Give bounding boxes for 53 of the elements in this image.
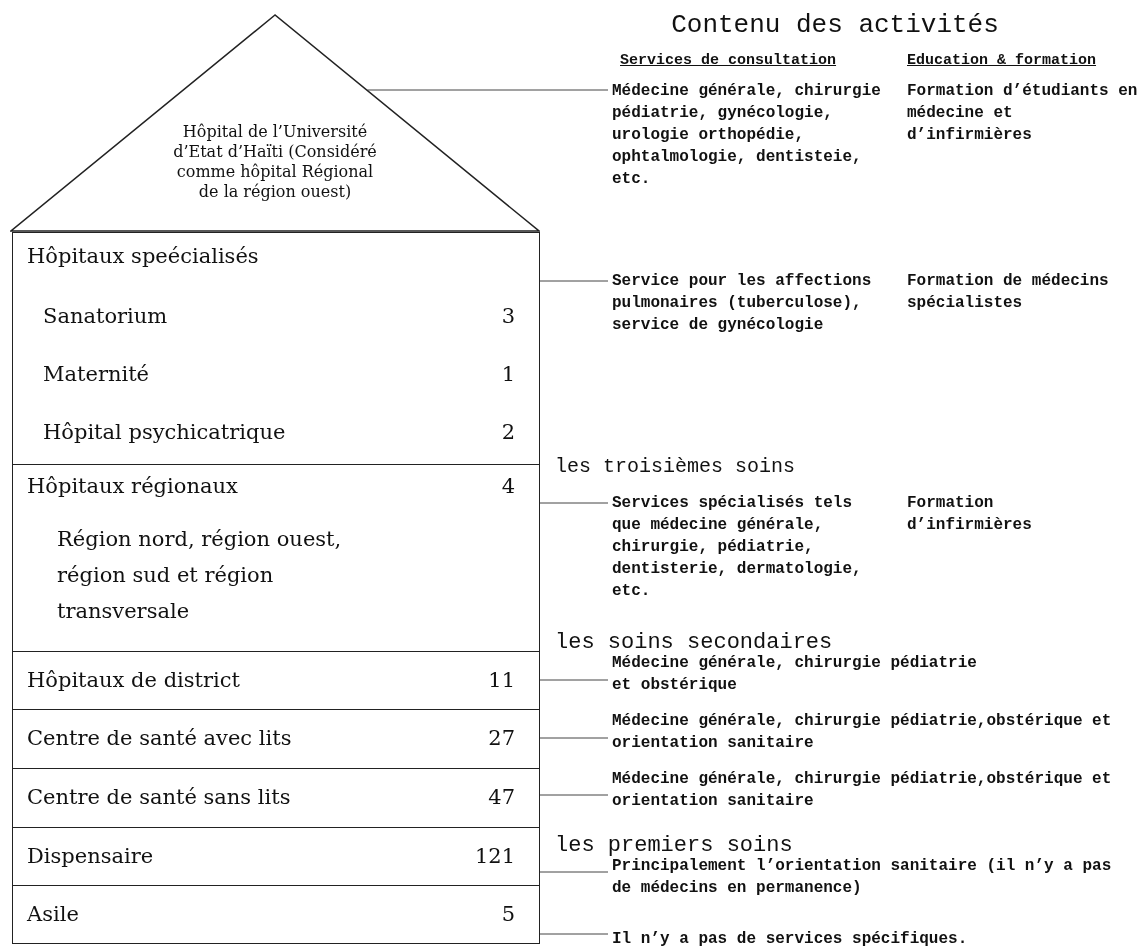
tier-band [12,885,540,944]
roof-triangle [10,14,540,232]
care-level-heading: les premiers soins [555,833,793,858]
service-description: Médecine générale, chirurgie pédiatrie,obstérique et orientation sanitaire [612,768,1132,812]
tier-heading: Dispensaire [27,843,154,869]
tier-heading: Centre de santé avec lits [27,725,292,751]
count: 11 [488,667,515,693]
column-heading: Education & formation [907,51,1097,71]
tier-band [12,651,540,710]
service-description: Médecine générale, chirurgie pédiatrie et obstérique [612,652,992,696]
tier-band [12,768,540,828]
training-description: Formation de médecins spécialistes [907,271,1110,314]
tier-item: Région nord, région ouest, région sud et région transversale [57,526,343,625]
tier-heading: Centre de santé sans lits [27,784,291,810]
count: 2 [501,419,515,445]
service-description: Médecine générale, chirurgie pédiatrie,obstérique et orientation sanitaire [612,710,1132,754]
hospital-name: Hôpital de l’Université d’Etat d’Haïti (Considéré comme hôpital Régional de la région ouest) [172,122,378,202]
tier-item: Hôpital psychicatrique [43,419,286,445]
leader-line [539,871,609,873]
count: 121 [474,843,515,869]
tier-heading: Hôpitaux régionaux [27,473,238,499]
column-heading: Services de consultation [620,51,837,71]
tier-heading: Asile [27,901,79,927]
tier-band [12,709,540,769]
count: 5 [501,901,515,927]
tier-band [12,464,540,652]
leader-line [539,679,609,681]
tier-item: Sanatorium [43,303,168,329]
count: 27 [488,725,515,751]
service-description: Il n’y a pas de services spécifiques. [612,928,1132,950]
leader-line [539,737,609,739]
count: 3 [501,303,515,329]
care-level-heading: les soins secondaires [555,630,833,655]
tier-item: Maternité [43,361,150,387]
leader-line [539,933,609,935]
service-description: Services spécialisés tels que médecine générale, chirurgie, pédiatrie, dentisterie, dermatologie, etc. [612,492,882,602]
leader-line [539,502,609,504]
tier-band [12,232,540,465]
leader-line [539,280,609,282]
training-description: Formation d’étudiants en médecine et d’infirmières [907,81,1139,146]
training-description: Formation d’infirmières [907,493,1033,536]
tier-heading: Hôpitaux de district [27,667,240,693]
title: Contenu des activités [670,10,1000,40]
service-description: Service pour les affections pulmonaires (tuberculose), service de gynécologie [612,270,882,336]
count: 47 [488,784,515,810]
tier-heading: Hôpitaux speécialisés [27,243,259,269]
care-level-heading: les troisièmes soins [555,455,796,478]
service-description: Médecine générale, chirurgie pédiatrie, gynécologie, urologie orthopédie, ophtalmologie, dentisteie, etc. [612,80,892,190]
tier-band [12,827,540,886]
count: 1 [501,361,515,387]
service-description: Principalement l’orientation sanitaire (il n’y a pas de médecins en permanence) [612,855,1132,899]
leader-line [539,794,609,796]
count: 4 [501,473,515,499]
